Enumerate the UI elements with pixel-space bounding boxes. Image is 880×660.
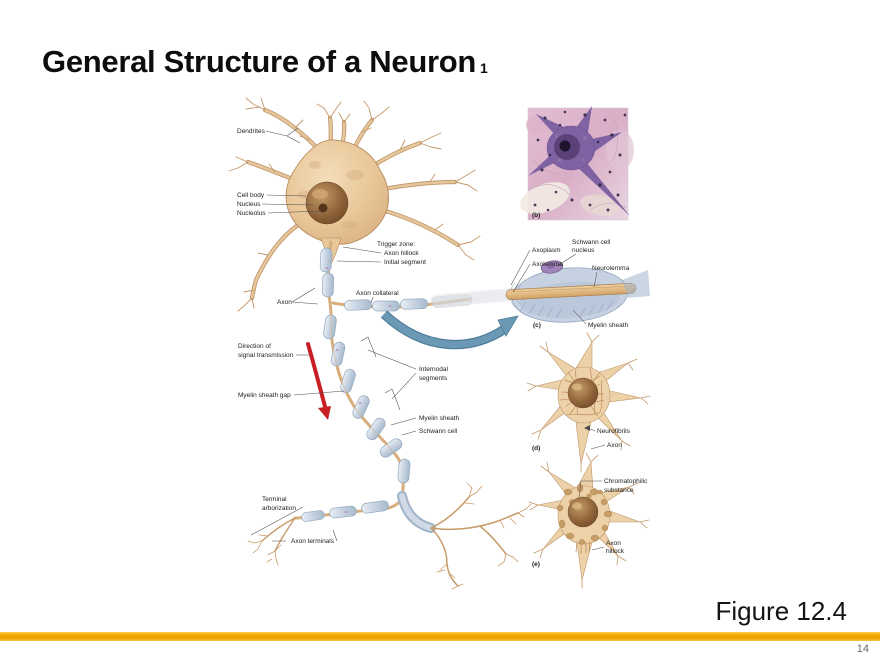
label-terminal-line1: Terminal xyxy=(262,496,287,503)
label-schwann-cell-nucleus-line2: nucleus xyxy=(572,247,595,254)
panel-letter-c: (c) xyxy=(533,322,541,329)
label-direction-line1: Direction of xyxy=(238,343,271,350)
label-chromatophilic-line1: Chromatophilic xyxy=(604,478,648,485)
page-title-text: General Structure of a Neuron xyxy=(42,44,477,79)
nucleolus-shape xyxy=(318,203,328,213)
terminal-arborization xyxy=(247,517,296,566)
figure-caption: Figure 12.4 xyxy=(715,596,847,626)
label-internodal-line1: Internodal xyxy=(419,366,448,373)
label-axon-hillock-e-line1: Axon xyxy=(606,540,621,547)
label-myelin-sheath-c: Myelin sheath xyxy=(588,322,628,329)
label-direction-line2: signal transmission xyxy=(238,352,294,359)
micrograph-panel: (b) xyxy=(520,106,634,221)
chromatophilic-panel: (e) xyxy=(528,452,650,589)
diagram-labels: Dendrites Cell body Nucleus Nucleolus Tr… xyxy=(237,128,648,555)
label-axolemma: Axolemma xyxy=(532,261,563,268)
label-schwann-cell: Schwann cell xyxy=(419,428,458,435)
label-cell-body: Cell body xyxy=(237,192,265,199)
label-nucleolus: Nucleolus xyxy=(237,210,266,217)
label-axon-hillock-e-line2: hillock xyxy=(606,548,625,555)
label-axon-d: Axon xyxy=(607,442,622,449)
label-myelin-sheath-gap: Myelin sheath gap xyxy=(238,392,291,399)
neurofibrils-panel: (d) xyxy=(526,332,651,473)
label-schwann-cell-nucleus-line1: Schwann cell xyxy=(572,239,611,246)
accent-bar xyxy=(0,632,880,641)
label-dendrites: Dendrites xyxy=(237,128,266,135)
title-footnote-marker: 1 xyxy=(480,60,488,76)
label-neurofibrils: Neurofibrils xyxy=(597,428,631,435)
label-axon-terminals: Axon terminals xyxy=(291,538,335,545)
label-axon-collateral: Axon collateral xyxy=(356,290,399,297)
nucleus-shape xyxy=(305,181,349,225)
label-trigger-zone: Trigger zone: xyxy=(377,241,415,248)
label-initial-segment: Initial segment xyxy=(384,259,426,266)
myelin-crosssection-panel: (c) xyxy=(505,260,650,329)
terminal-branches-right xyxy=(430,482,532,590)
label-axon: Axon xyxy=(277,299,292,306)
magnify-arrow xyxy=(380,310,519,350)
myelin-segments xyxy=(300,247,473,523)
panel-letter-d: (d) xyxy=(532,445,540,452)
label-internodal-line2: segments xyxy=(419,375,448,382)
panel-letter-e: (e) xyxy=(532,561,540,568)
label-axoplasm: Axoplasm xyxy=(532,247,561,254)
label-neurolemma: Neurolemma xyxy=(592,265,630,272)
label-axon-hillock: Axon hillock xyxy=(384,250,419,257)
leader-lines xyxy=(250,127,606,551)
label-myelin-sheath: Myelin sheath xyxy=(419,415,459,422)
signal-direction-arrow xyxy=(306,342,331,420)
main-neuron-illustration xyxy=(228,97,538,590)
page-number: 14 xyxy=(856,643,869,655)
label-terminal-line2: arborization xyxy=(262,505,296,512)
label-chromatophilic-line2: substance xyxy=(604,487,634,494)
label-nucleus: Nucleus xyxy=(237,201,261,208)
panel-letter-b: (b) xyxy=(532,212,540,219)
